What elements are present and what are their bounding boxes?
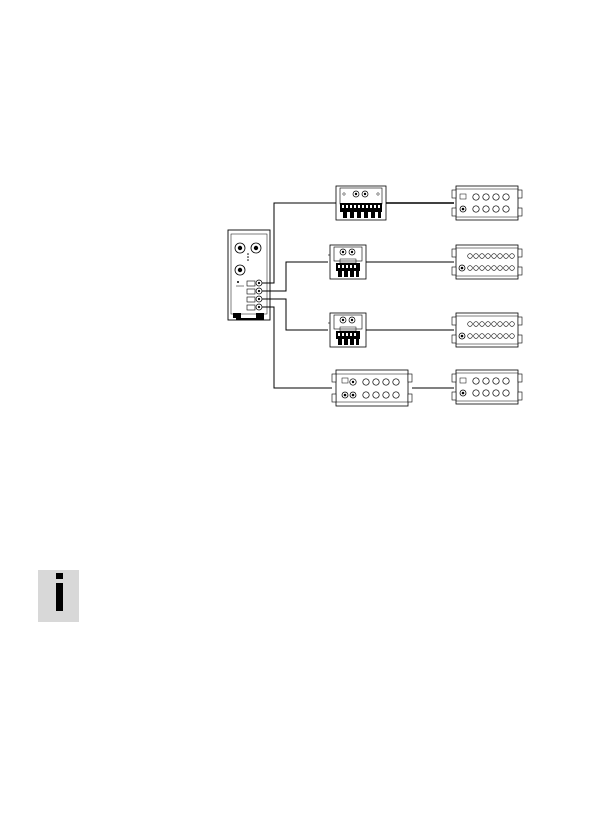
expansion-module-row-2 (452, 245, 522, 279)
expansion-module-row-4 (452, 370, 522, 404)
wiring (262, 203, 454, 388)
wire-port-3 (262, 299, 328, 330)
wire-port-1 (262, 203, 336, 283)
wire-port-2 (262, 262, 328, 291)
io-module-row-1 (336, 186, 386, 220)
io-module-row-2 (328, 245, 366, 279)
expansion-module-row-3 (452, 313, 522, 347)
info-icon (38, 570, 79, 622)
expansion-module-row-1 (452, 186, 522, 220)
io-module-row-4 (332, 370, 412, 406)
io-module-row-3 (328, 313, 366, 347)
wire-port-4 (262, 307, 332, 388)
info-note (38, 570, 79, 622)
